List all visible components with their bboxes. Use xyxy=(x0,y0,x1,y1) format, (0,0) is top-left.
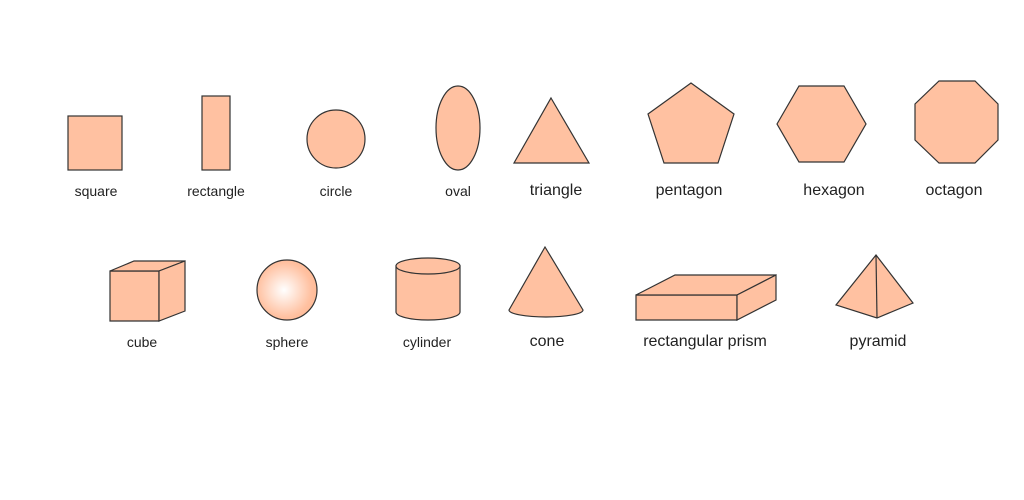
label-circle: circle xyxy=(320,183,353,199)
label-cone: cone xyxy=(530,333,565,350)
label-hexagon: hexagon xyxy=(803,182,864,199)
cube-shape xyxy=(109,260,186,322)
sphere-shape xyxy=(256,259,318,321)
label-pentagon: pentagon xyxy=(656,182,723,199)
label-triangle: triangle xyxy=(530,182,583,199)
label-cube: cube xyxy=(127,334,158,350)
rectangle-shape xyxy=(201,95,231,171)
label-pyramid: pyramid xyxy=(850,333,907,350)
cylinder-shape xyxy=(395,257,461,321)
label-cylinder: cylinder xyxy=(403,334,452,350)
square-shape xyxy=(67,115,123,171)
label-rectangle: rectangle xyxy=(187,183,245,199)
octagon-shape xyxy=(914,80,999,164)
rectangular-prism-shape xyxy=(635,274,777,321)
hexagon-shape xyxy=(776,85,867,163)
oval-shape xyxy=(435,85,481,171)
circle-shape xyxy=(306,109,366,169)
pentagon-shape xyxy=(647,82,735,164)
label-octagon: octagon xyxy=(926,182,983,199)
cone-shape xyxy=(508,245,584,318)
pyramid-shape xyxy=(834,254,914,319)
label-rectangular-prism: rectangular prism xyxy=(643,333,767,350)
label-square: square xyxy=(75,183,118,199)
label-oval: oval xyxy=(445,183,471,199)
triangle-shape xyxy=(512,96,591,164)
label-sphere: sphere xyxy=(266,334,309,350)
